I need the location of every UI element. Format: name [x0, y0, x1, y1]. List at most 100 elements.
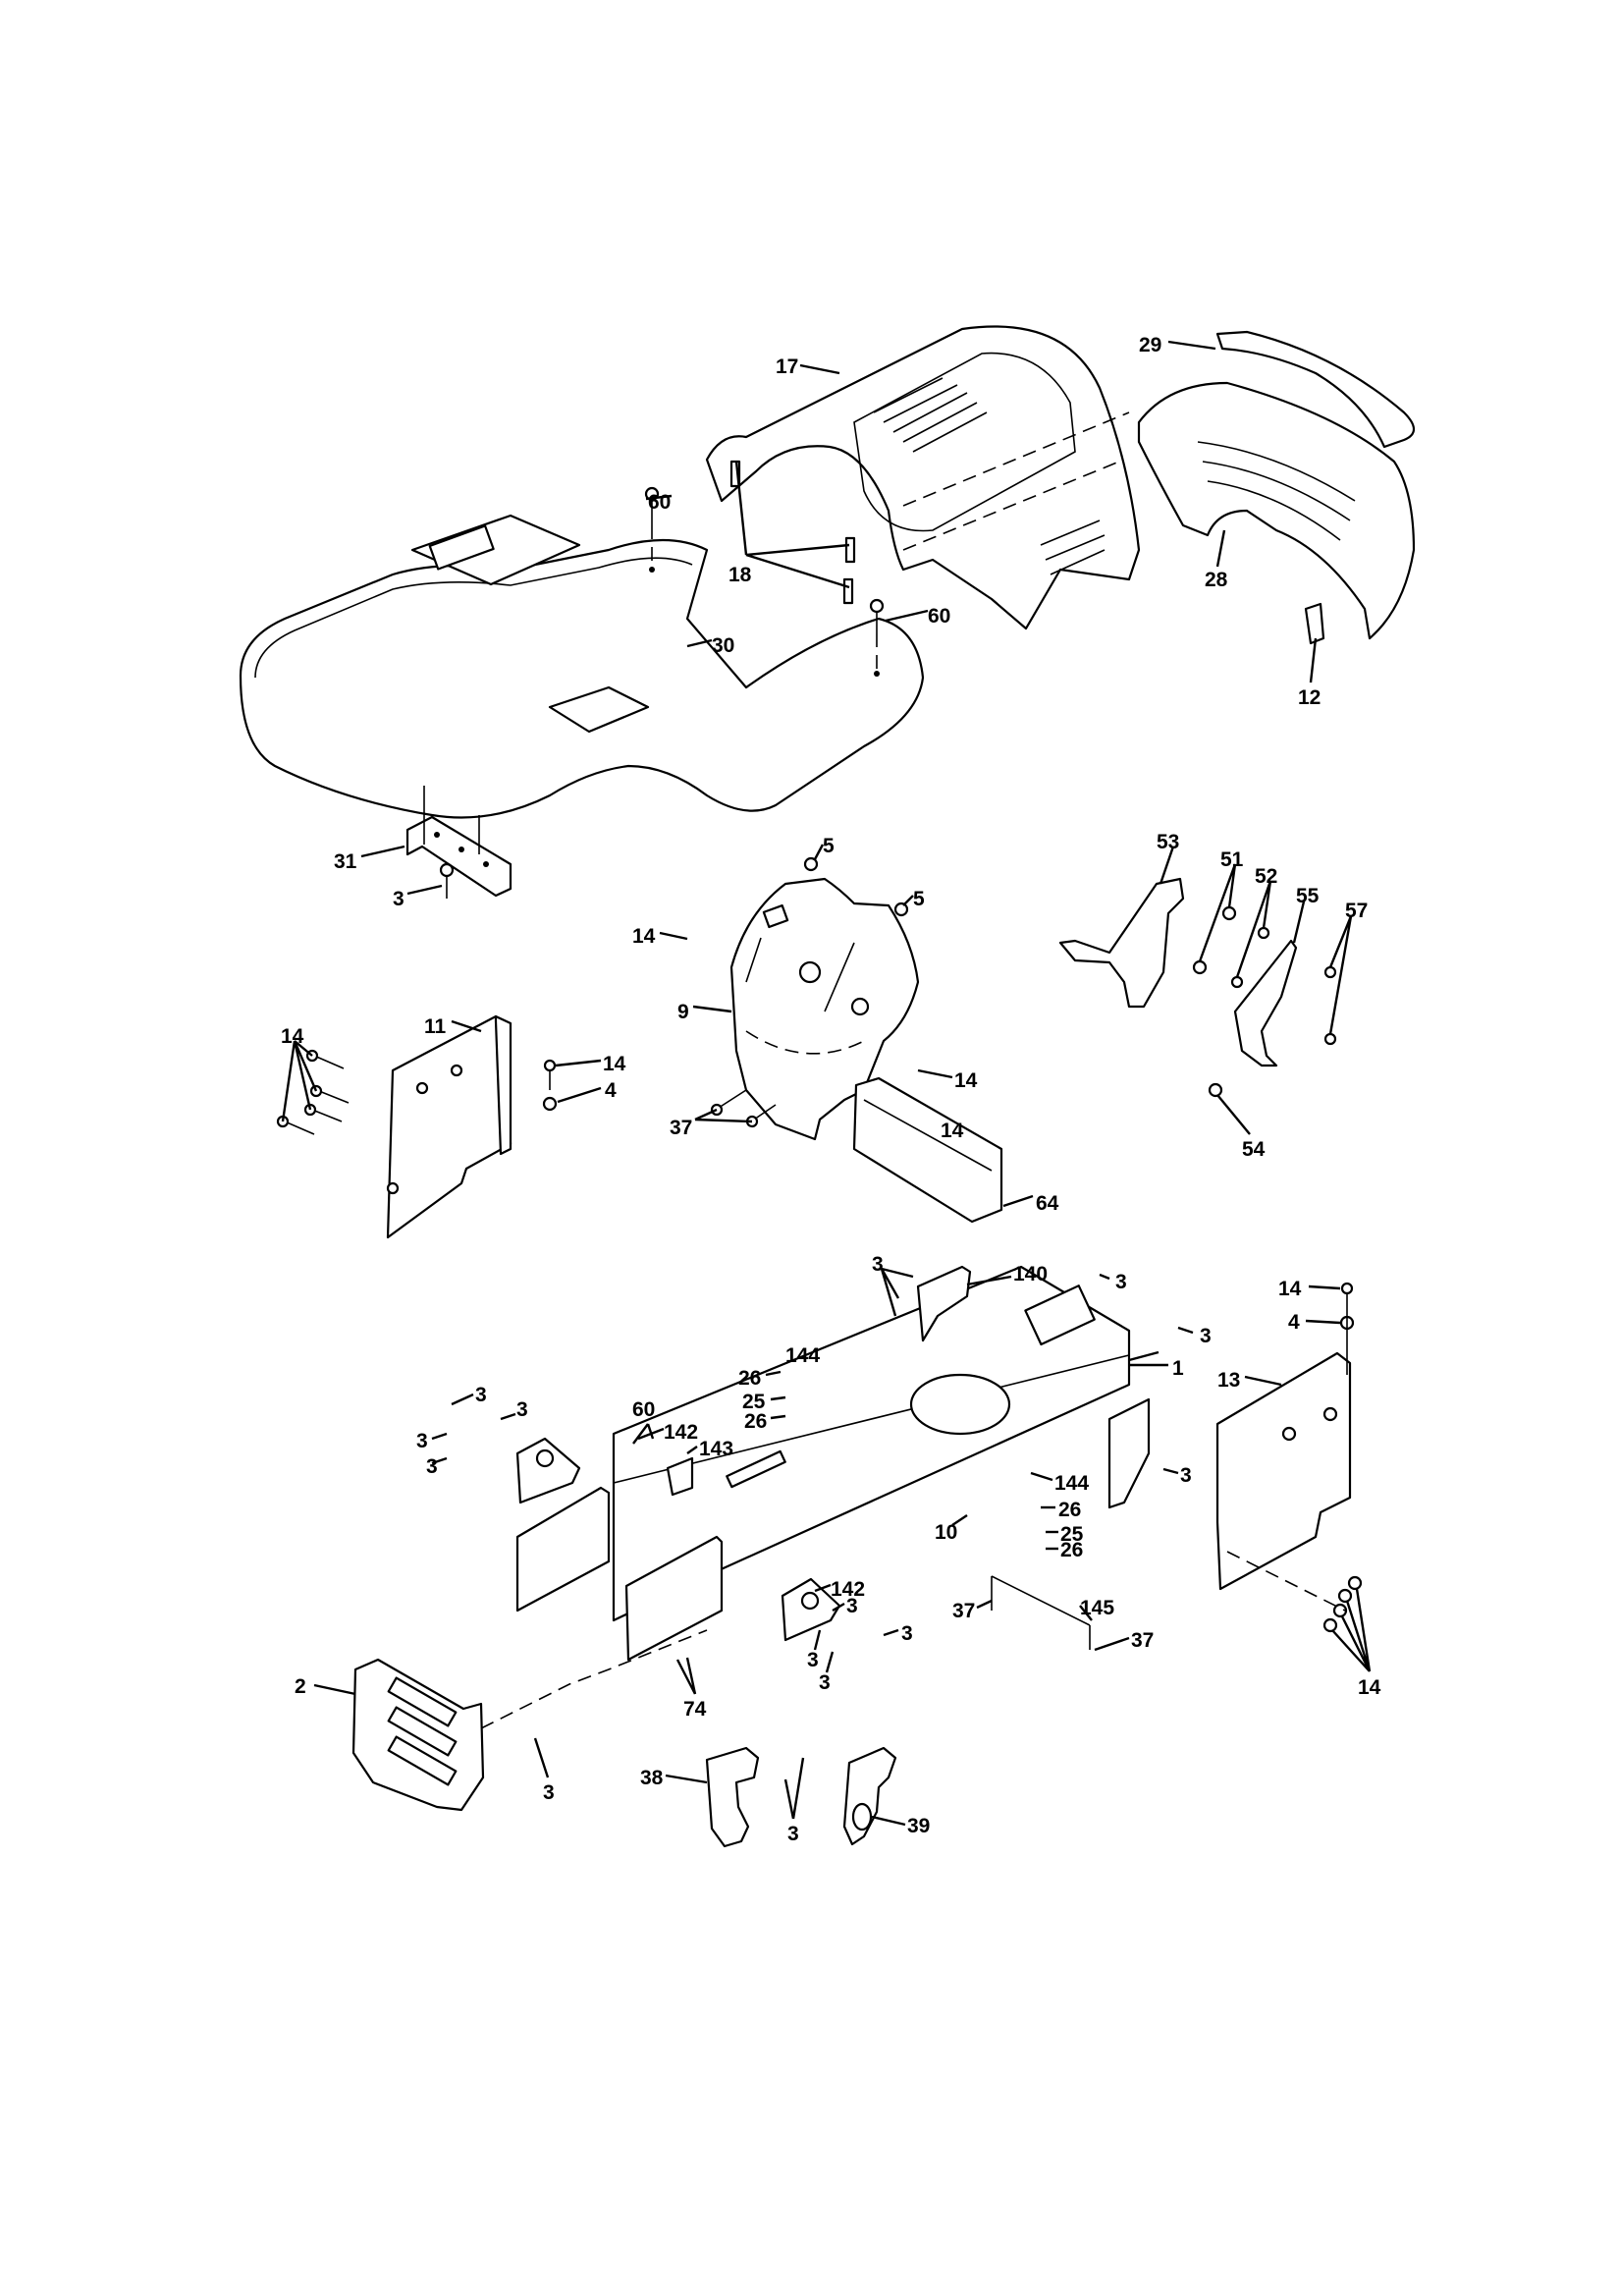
callout-143: 143 [699, 1438, 733, 1460]
right-side-panel [1215, 1351, 1352, 1591]
frame-side-plate-left [515, 1486, 611, 1613]
callout-54: 54 [1242, 1138, 1266, 1161]
screw-3 [439, 862, 455, 899]
callout-14: 14 [941, 1120, 964, 1142]
callout-37: 37 [952, 1600, 975, 1622]
callout-51: 51 [1220, 848, 1244, 871]
fender [239, 514, 925, 819]
callout-26: 26 [1058, 1499, 1081, 1521]
callout-3: 3 [1180, 1464, 1192, 1487]
hood [705, 325, 1141, 630]
callout-25: 25 [1060, 1523, 1084, 1546]
callout-52: 52 [1255, 865, 1277, 888]
callout-10: 10 [935, 1521, 957, 1544]
bracket-39 [842, 1746, 897, 1846]
lower-dash [852, 1076, 1003, 1224]
callout-3: 3 [846, 1595, 858, 1617]
callout-3: 3 [516, 1398, 528, 1421]
callout-145: 145 [1080, 1597, 1114, 1619]
callout-13: 13 [1217, 1369, 1240, 1392]
callout-53: 53 [1157, 831, 1179, 853]
callout-labels: 17 29 60 18 60 30 28 12 31 3 5 5 14 9 11… [281, 334, 1381, 1845]
callout-14: 14 [632, 925, 656, 948]
pin-60-b [869, 598, 885, 677]
callout-2: 2 [295, 1675, 306, 1698]
nuts-washers [1192, 905, 1337, 1098]
callout-3: 3 [872, 1253, 884, 1276]
callout-64: 64 [1036, 1192, 1059, 1215]
callout-17: 17 [776, 355, 798, 378]
bolt-14-washer-4-right [1339, 1282, 1355, 1375]
callout-14: 14 [954, 1069, 978, 1092]
bracket-55 [1233, 939, 1298, 1067]
callout-57: 57 [1345, 900, 1368, 922]
callout-14: 14 [1278, 1278, 1302, 1300]
bolts-14-right [1226, 1551, 1363, 1633]
callout-60: 60 [648, 491, 671, 514]
callout-30: 30 [712, 634, 734, 657]
callout-26: 26 [738, 1367, 761, 1390]
callout-142: 142 [831, 1578, 865, 1601]
callout-14: 14 [1358, 1676, 1381, 1699]
callout-60: 60 [632, 1398, 655, 1421]
callout-26: 26 [1060, 1539, 1083, 1561]
callout-5: 5 [823, 835, 835, 857]
callout-140: 140 [1013, 1263, 1048, 1285]
callout-4: 4 [1288, 1311, 1300, 1334]
front-bumper-plate [351, 1629, 708, 1812]
frame-side-plate-front [624, 1535, 724, 1662]
callout-142: 142 [664, 1421, 698, 1444]
callout-3: 3 [819, 1671, 831, 1694]
callout-1: 1 [1172, 1357, 1184, 1380]
rod-145 [991, 1575, 1091, 1650]
bolt-14-washer-4 [542, 1059, 558, 1112]
callout-3: 3 [475, 1384, 487, 1406]
bracket-53 [1058, 877, 1185, 1009]
leader-lines [281, 340, 1372, 1827]
callout-9: 9 [677, 1001, 689, 1023]
callout-14: 14 [603, 1053, 626, 1075]
left-side-panel [386, 1014, 512, 1239]
callout-3: 3 [426, 1455, 438, 1478]
callout-5: 5 [913, 888, 925, 910]
latch [1304, 602, 1325, 645]
callout-144: 144 [785, 1344, 820, 1367]
callout-4: 4 [605, 1079, 617, 1102]
bracket-142-rear [515, 1437, 581, 1504]
callout-3: 3 [543, 1781, 555, 1804]
bracket-143 [666, 1456, 694, 1497]
callout-18: 18 [728, 564, 752, 586]
callout-3: 3 [901, 1622, 913, 1645]
callout-3: 3 [416, 1430, 428, 1452]
bolts-14-left [276, 1049, 350, 1135]
nut-5-a [803, 856, 819, 872]
callout-29: 29 [1139, 334, 1161, 356]
callout-25: 25 [742, 1391, 766, 1413]
dash-panel [729, 877, 920, 1141]
callout-3: 3 [393, 888, 404, 910]
callout-3: 3 [1115, 1271, 1127, 1293]
nut-5-b [893, 902, 909, 917]
callout-60: 60 [928, 605, 950, 628]
callout-55: 55 [1296, 885, 1320, 907]
callout-3: 3 [1200, 1325, 1212, 1347]
callout-3: 3 [807, 1649, 819, 1671]
bracket-140 [916, 1265, 972, 1342]
callout-26: 26 [744, 1410, 767, 1433]
callout-3: 3 [787, 1823, 799, 1845]
callout-28: 28 [1205, 569, 1228, 591]
callout-37: 37 [670, 1117, 692, 1139]
callout-14: 14 [281, 1025, 304, 1048]
callout-37: 37 [1131, 1629, 1154, 1652]
bracket-38 [705, 1746, 760, 1848]
callout-144: 144 [1054, 1472, 1089, 1495]
callout-11: 11 [424, 1015, 447, 1038]
callout-31: 31 [334, 850, 357, 873]
callout-12: 12 [1298, 686, 1321, 709]
bracket-142-front [781, 1577, 841, 1642]
chassis-frame [612, 1265, 1131, 1622]
bracket-rear-right [1107, 1397, 1151, 1509]
callout-74: 74 [683, 1698, 707, 1721]
callout-38: 38 [640, 1767, 664, 1789]
